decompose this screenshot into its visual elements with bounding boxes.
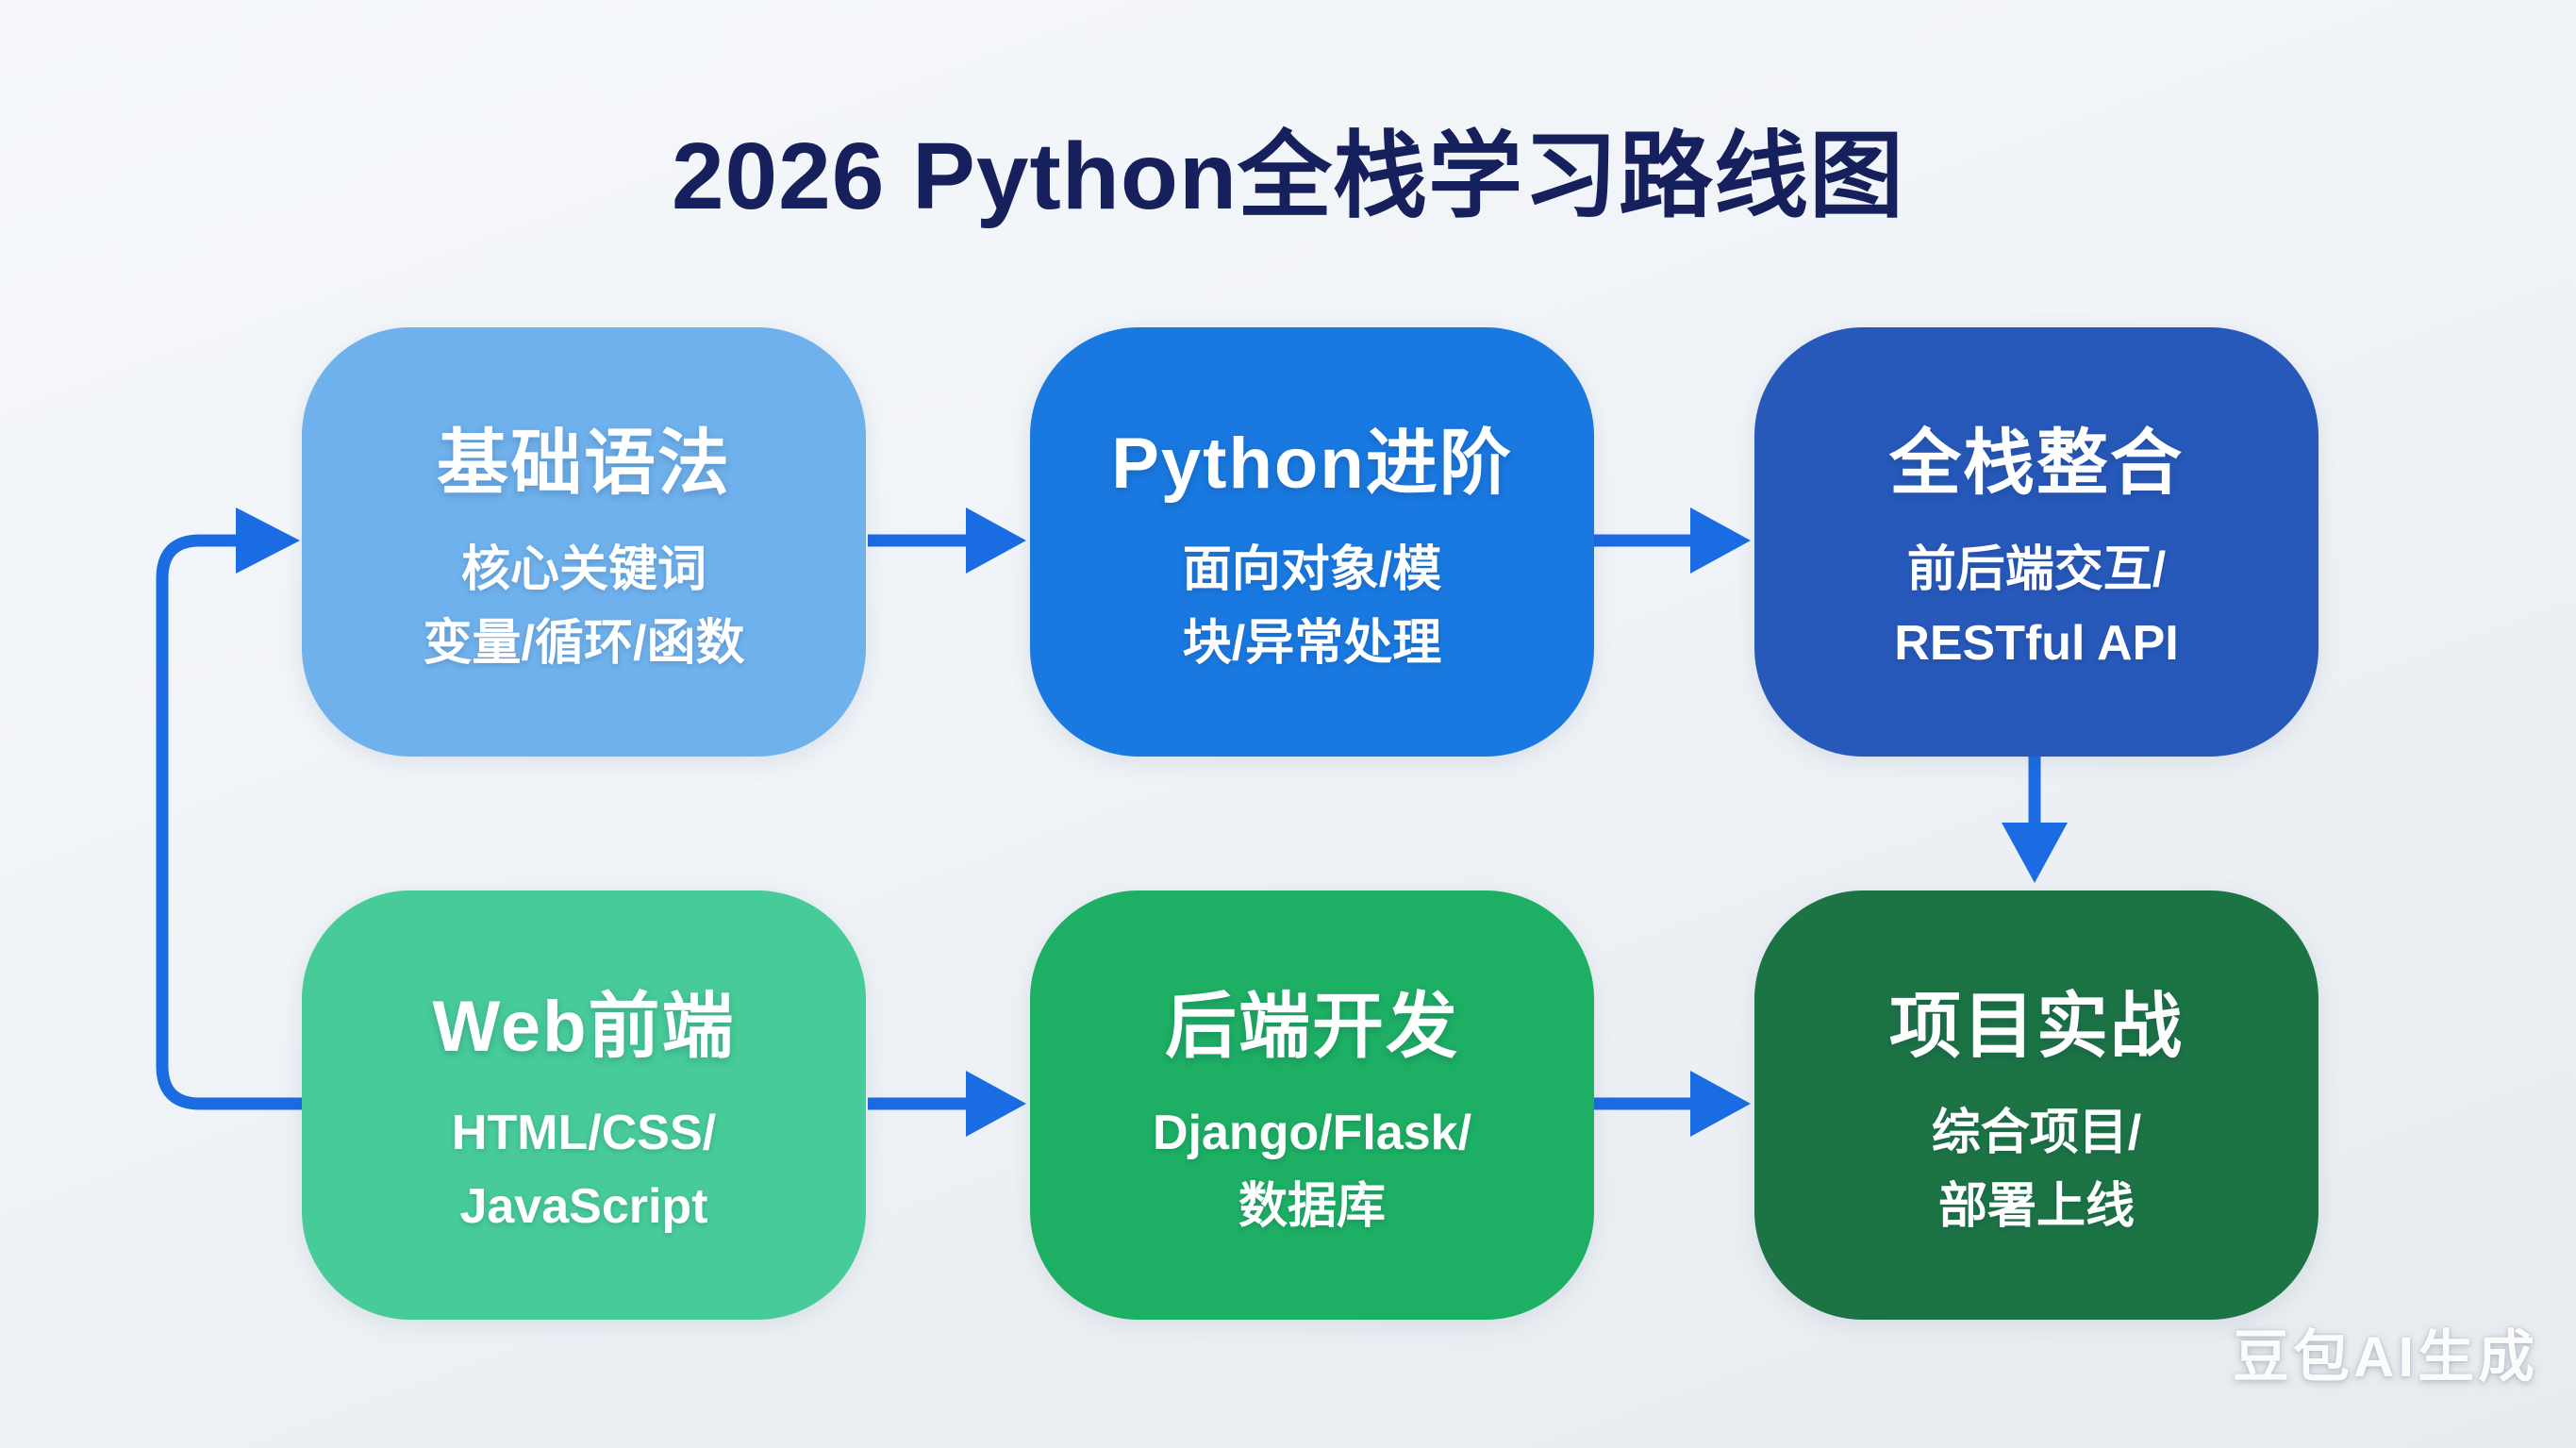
node-web-frontend: Web前端 HTML/CSS/ JavaScript [302, 890, 866, 1320]
node-subtitle-line: 数据库 [1238, 1178, 1386, 1234]
node-subtitle-line: RESTful API [1894, 615, 2179, 671]
node-backend-dev: 后端开发 Django/Flask/ 数据库 [1030, 890, 1594, 1320]
node-python-advanced: Python进阶 面向对象/模 块/异常处理 [1030, 327, 1594, 757]
node-subtitle-line: 部署上线 [1937, 1178, 2135, 1234]
node-basic-syntax: 基础语法 核心关键词 变量/循环/函数 [302, 327, 866, 757]
node-subtitle-line: 核心关键词 [460, 541, 706, 597]
node-title: 项目实战 [1889, 986, 2184, 1067]
ai-watermark: 豆包AI生成 [2233, 1325, 2538, 1389]
node-subtitle-line: JavaScript [459, 1178, 708, 1234]
node-title: Python进阶 [1111, 423, 1513, 504]
node-subtitle-line: 块/异常处理 [1182, 615, 1442, 671]
node-subtitle-line: 综合项目/ [1931, 1105, 2142, 1160]
arrow-backend-to-project [1591, 1071, 1751, 1137]
node-fullstack-integration: 全栈整合 前后端交互/ RESTful API [1754, 327, 2318, 757]
node-title: 基础语法 [437, 423, 731, 504]
node-subtitle-line: 面向对象/模 [1182, 541, 1442, 597]
arrow-pythonadvanced-to-fullstack [1591, 508, 1751, 574]
node-subtitle-line: 前后端交互/ [1906, 541, 2167, 597]
arrow-basicsyntax-to-pythonadvanced [868, 508, 1026, 574]
node-title: 后端开发 [1165, 986, 1459, 1067]
node-subtitle-line: 变量/循环/函数 [423, 615, 745, 671]
node-subtitle-line: HTML/CSS/ [451, 1105, 717, 1160]
node-project-practice: 项目实战 综合项目/ 部署上线 [1754, 890, 2318, 1320]
page-title: 2026 Python全栈学习路线图 [671, 124, 1905, 229]
node-subtitle-line: Django/Flask/ [1152, 1105, 1472, 1160]
arrow-webfrontend-to-basicsyntax [156, 508, 302, 1110]
node-title: Web前端 [432, 986, 736, 1067]
arrow-webfrontend-to-backend [868, 1071, 1026, 1137]
node-title: 全栈整合 [1889, 423, 2184, 504]
arrow-fullstack-to-project [2002, 755, 2068, 883]
